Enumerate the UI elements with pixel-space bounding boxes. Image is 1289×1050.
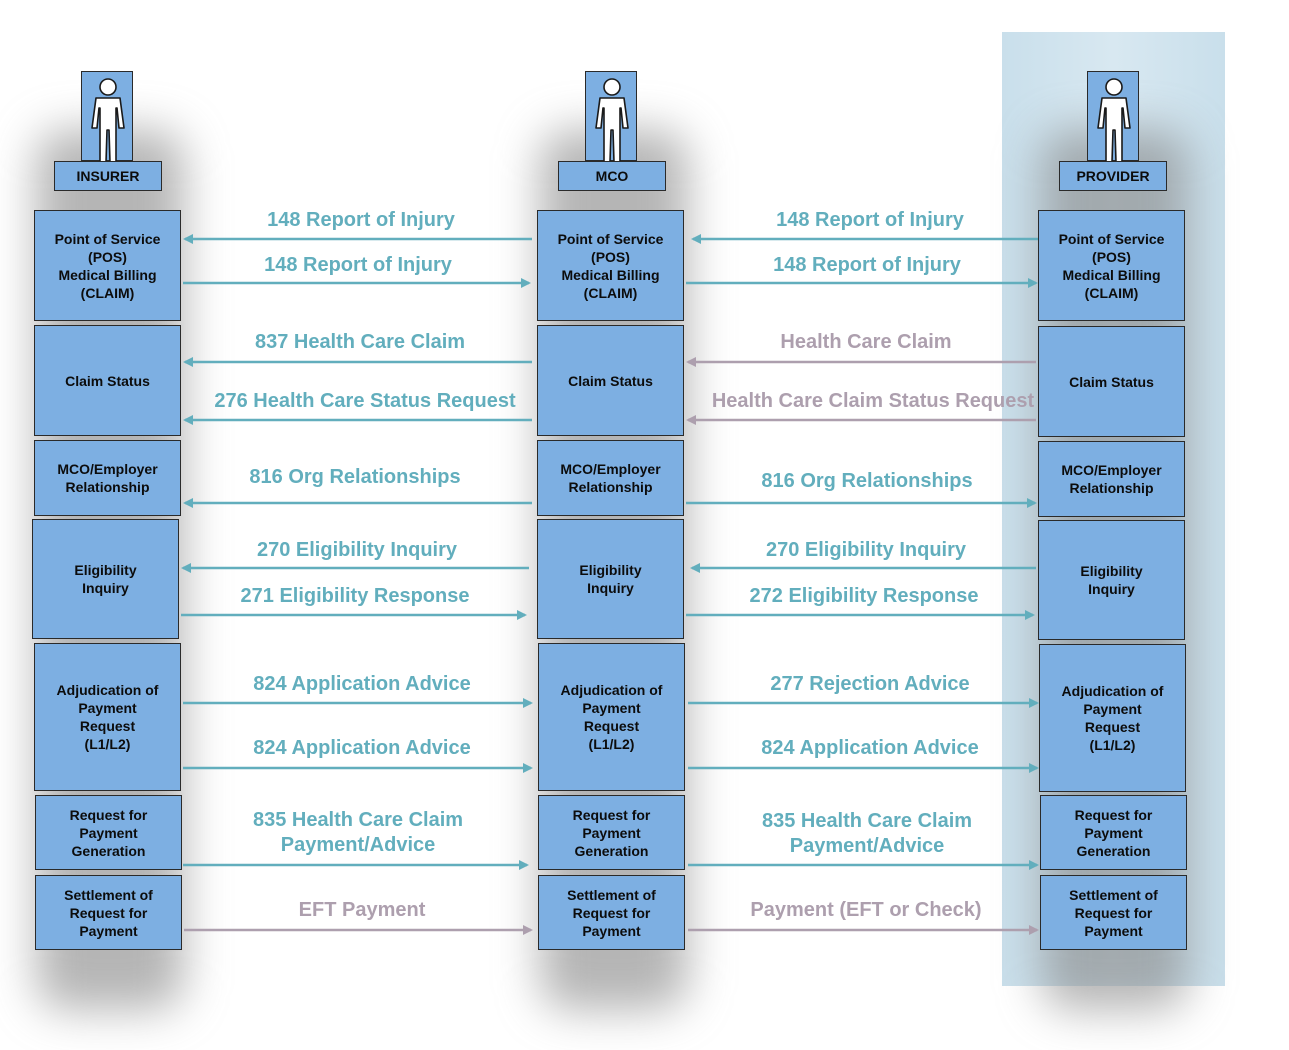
- message-label: 837 Health Care Claim: [254, 331, 466, 353]
- step-label: MCO/Employer Relationship: [1061, 462, 1162, 496]
- message-label: 816 Org Relationships: [761, 470, 973, 492]
- step-label: Request for Payment Generation: [69, 806, 148, 859]
- mco-step-adjudication: Adjudication of Payment Request (L1/L2): [538, 643, 685, 791]
- message-label: Payment (EFT or Check): [750, 899, 982, 921]
- insurer-step-adjudication: Adjudication of Payment Request (L1/L2): [34, 643, 181, 791]
- message-label: 148 Report of Injury: [776, 209, 964, 231]
- step-label: Request for Payment Generation: [1074, 806, 1153, 859]
- message-label: 270 Eligibility Inquiry: [256, 539, 458, 561]
- message-label: Health Care Claim Status Request: [711, 390, 1035, 412]
- message-label: 271 Eligibility Response: [240, 585, 470, 607]
- message-label: 816 Org Relationships: [249, 466, 461, 488]
- step-label: MCO/Employer Relationship: [57, 461, 158, 495]
- mco-step-employer-relationship: MCO/Employer Relationship: [537, 440, 684, 516]
- insurer-step-eligibility: Eligibility Inquiry: [32, 519, 179, 639]
- mco-step-payment-request: Request for Payment Generation: [538, 795, 685, 870]
- step-label: Point of Service (POS) Medical Billing (…: [54, 230, 161, 301]
- provider-step-payment-request: Request for Payment Generation: [1040, 795, 1187, 870]
- provider-step-claim-status: Claim Status: [1038, 326, 1185, 437]
- step-label: Request for Payment Generation: [572, 806, 651, 859]
- provider-step-pos-billing: Point of Service (POS) Medical Billing (…: [1038, 210, 1185, 321]
- step-label: Eligibility Inquiry: [1080, 563, 1143, 597]
- message-label: 824 Application Advice: [761, 737, 979, 759]
- step-label: Adjudication of Payment Request (L1/L2): [56, 682, 159, 752]
- provider-label: PROVIDER: [1059, 161, 1167, 191]
- step-label: Settlement of Request for Payment: [1069, 886, 1158, 939]
- step-label: Eligibility Inquiry: [74, 562, 137, 596]
- insurer-step-settlement: Settlement of Request for Payment: [35, 875, 182, 950]
- insurer-step-claim-status: Claim Status: [34, 325, 181, 436]
- insurer-person-icon: [81, 71, 133, 162]
- message-label: Health Care Claim: [780, 331, 952, 353]
- insurer-step-pos-billing: Point of Service (POS) Medical Billing (…: [34, 210, 181, 321]
- mco-step-pos-billing: Point of Service (POS) Medical Billing (…: [537, 210, 684, 321]
- message-label: 272 Eligibility Response: [749, 585, 979, 607]
- message-label: 148 Report of Injury: [264, 254, 452, 276]
- step-label: Point of Service (POS) Medical Billing (…: [557, 230, 664, 301]
- message-label: EFT Payment: [298, 899, 426, 921]
- message-label: 835 Health Care Claim Payment/Advice: [761, 810, 973, 857]
- insurer-step-payment-request: Request for Payment Generation: [35, 795, 182, 870]
- step-label: Claim Status: [1069, 373, 1154, 390]
- provider-step-eligibility: Eligibility Inquiry: [1038, 520, 1185, 640]
- step-label: Claim Status: [65, 372, 150, 389]
- mco-step-eligibility: Eligibility Inquiry: [537, 519, 684, 639]
- mco-step-settlement: Settlement of Request for Payment: [538, 875, 685, 950]
- provider-step-adjudication: Adjudication of Payment Request (L1/L2): [1039, 644, 1186, 792]
- message-label: 276 Health Care Status Request: [214, 390, 516, 412]
- mco-step-claim-status: Claim Status: [537, 325, 684, 436]
- step-label: Point of Service (POS) Medical Billing (…: [1058, 230, 1165, 301]
- message-label: 148 Report of Injury: [773, 254, 961, 276]
- step-label: Settlement of Request for Payment: [567, 886, 656, 939]
- message-label: 835 Health Care Claim Payment/Advice: [252, 809, 464, 856]
- step-label: Eligibility Inquiry: [579, 562, 642, 596]
- mco-person-icon: [585, 71, 637, 162]
- insurer-step-employer-relationship: MCO/Employer Relationship: [34, 440, 181, 516]
- step-label: Settlement of Request for Payment: [64, 886, 153, 939]
- provider-person-icon: [1087, 71, 1139, 162]
- insurer-label: INSURER: [54, 161, 162, 191]
- message-label: 277 Rejection Advice: [770, 673, 970, 695]
- step-label: Adjudication of Payment Request (L1/L2): [560, 682, 663, 752]
- message-label: 270 Eligibility Inquiry: [765, 539, 967, 561]
- mco-label: MCO: [558, 161, 666, 191]
- message-label: 824 Application Advice: [253, 673, 471, 695]
- provider-step-employer-relationship: MCO/Employer Relationship: [1038, 441, 1185, 517]
- step-label: MCO/Employer Relationship: [560, 461, 661, 495]
- message-label: 824 Application Advice: [253, 737, 471, 759]
- message-label: 148 Report of Injury: [267, 209, 455, 231]
- step-label: Adjudication of Payment Request (L1/L2): [1061, 683, 1164, 753]
- step-label: Claim Status: [568, 372, 653, 389]
- provider-step-settlement: Settlement of Request for Payment: [1040, 875, 1187, 950]
